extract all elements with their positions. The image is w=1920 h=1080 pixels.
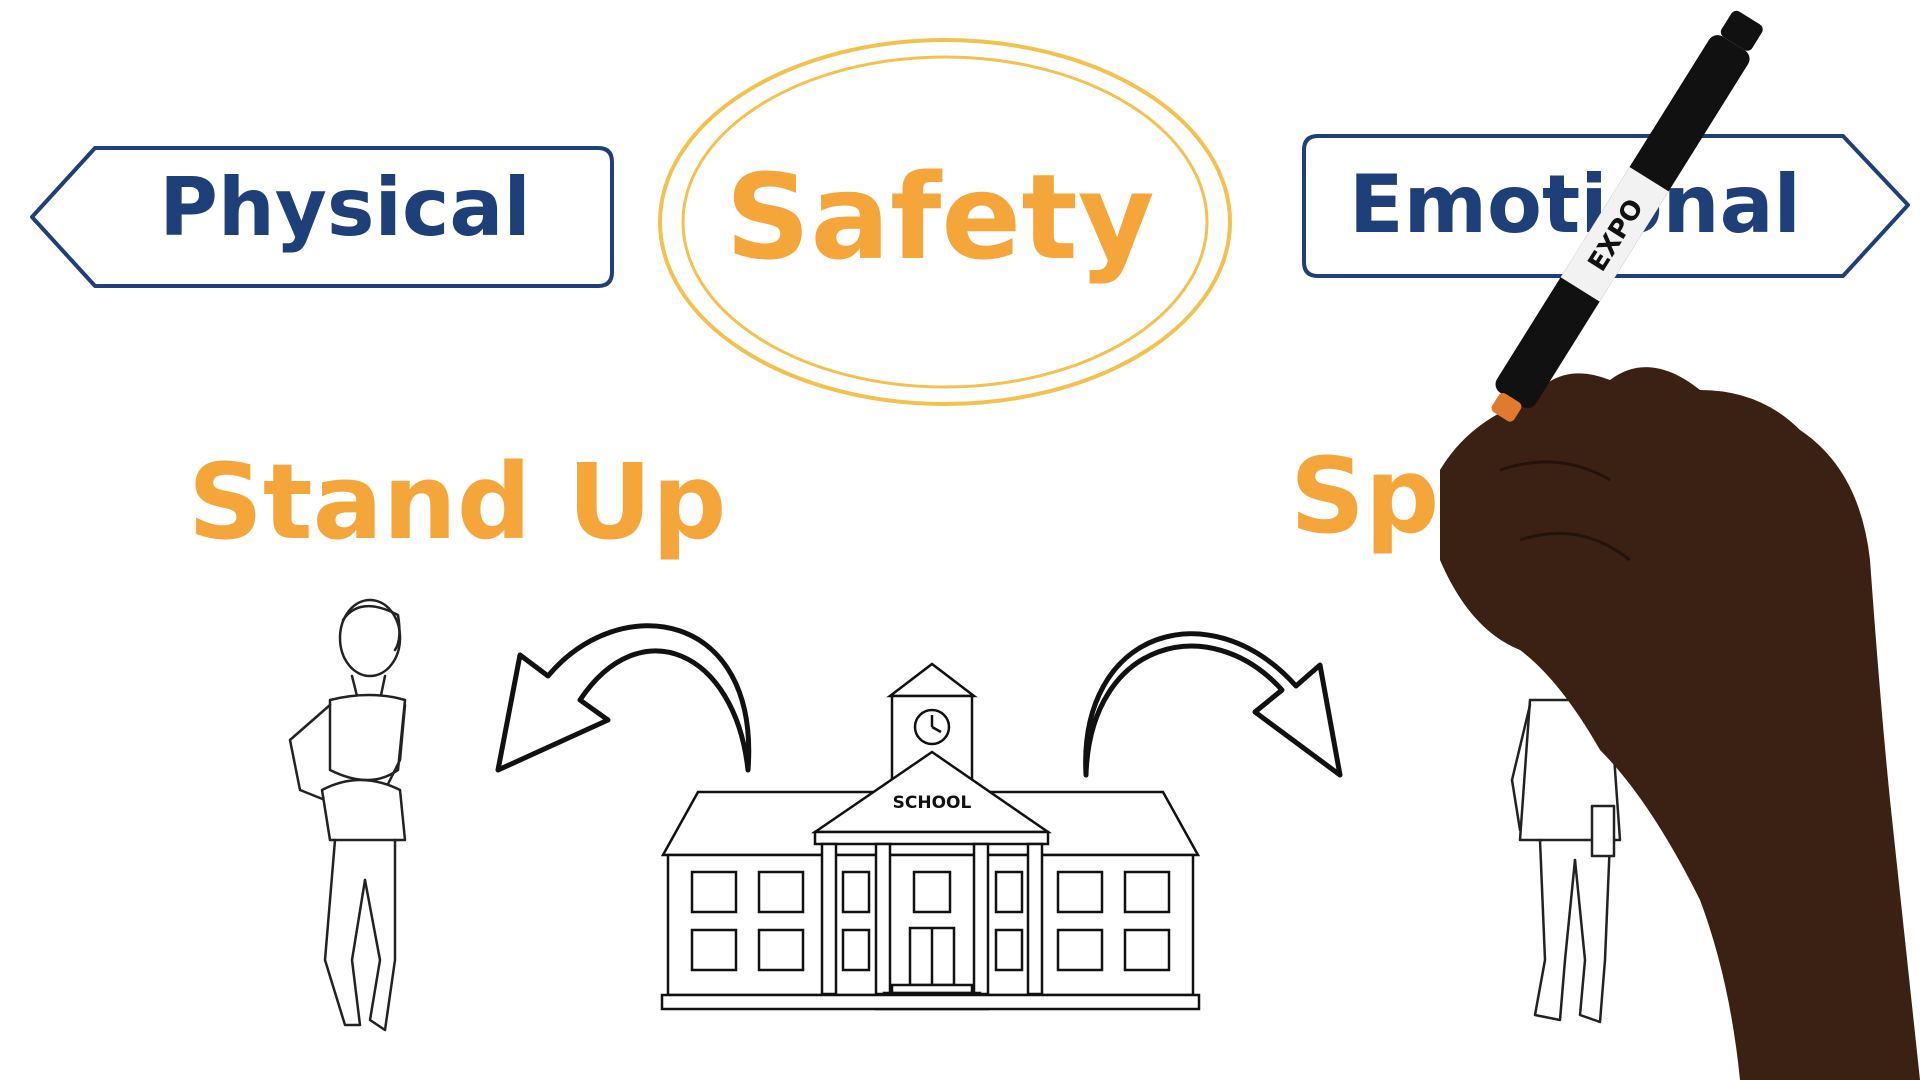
emotional-tag-shape: [1302, 134, 1910, 278]
speak-caption: Sp: [1290, 435, 1439, 557]
physical-tag-shape: [30, 146, 614, 288]
physical-label: Physical: [159, 161, 531, 254]
school-building: SCHOOL: [660, 662, 1201, 1011]
curved-arrow-right: [1083, 631, 1343, 778]
safety-ellipse-inner: [681, 55, 1209, 389]
marker-icon: EXPO: [1491, 10, 1763, 422]
safety-ellipse-outer: [658, 38, 1232, 406]
safety-emblem: Safety: [658, 38, 1232, 406]
emotional-label: Emotional: [1349, 158, 1801, 251]
hand-with-marker: EXPO: [1440, 10, 1920, 1080]
hand-shape: [1440, 367, 1920, 1080]
emotional-tag: Emotional: [1302, 134, 1910, 278]
stand-up-caption: Stand Up: [188, 441, 726, 563]
school-sign: SCHOOL: [893, 793, 972, 813]
safety-title: Safety: [725, 148, 1154, 286]
girl-figure: [288, 598, 407, 1032]
curved-arrow-left: [495, 623, 752, 773]
physical-tag: Physical: [30, 146, 614, 288]
